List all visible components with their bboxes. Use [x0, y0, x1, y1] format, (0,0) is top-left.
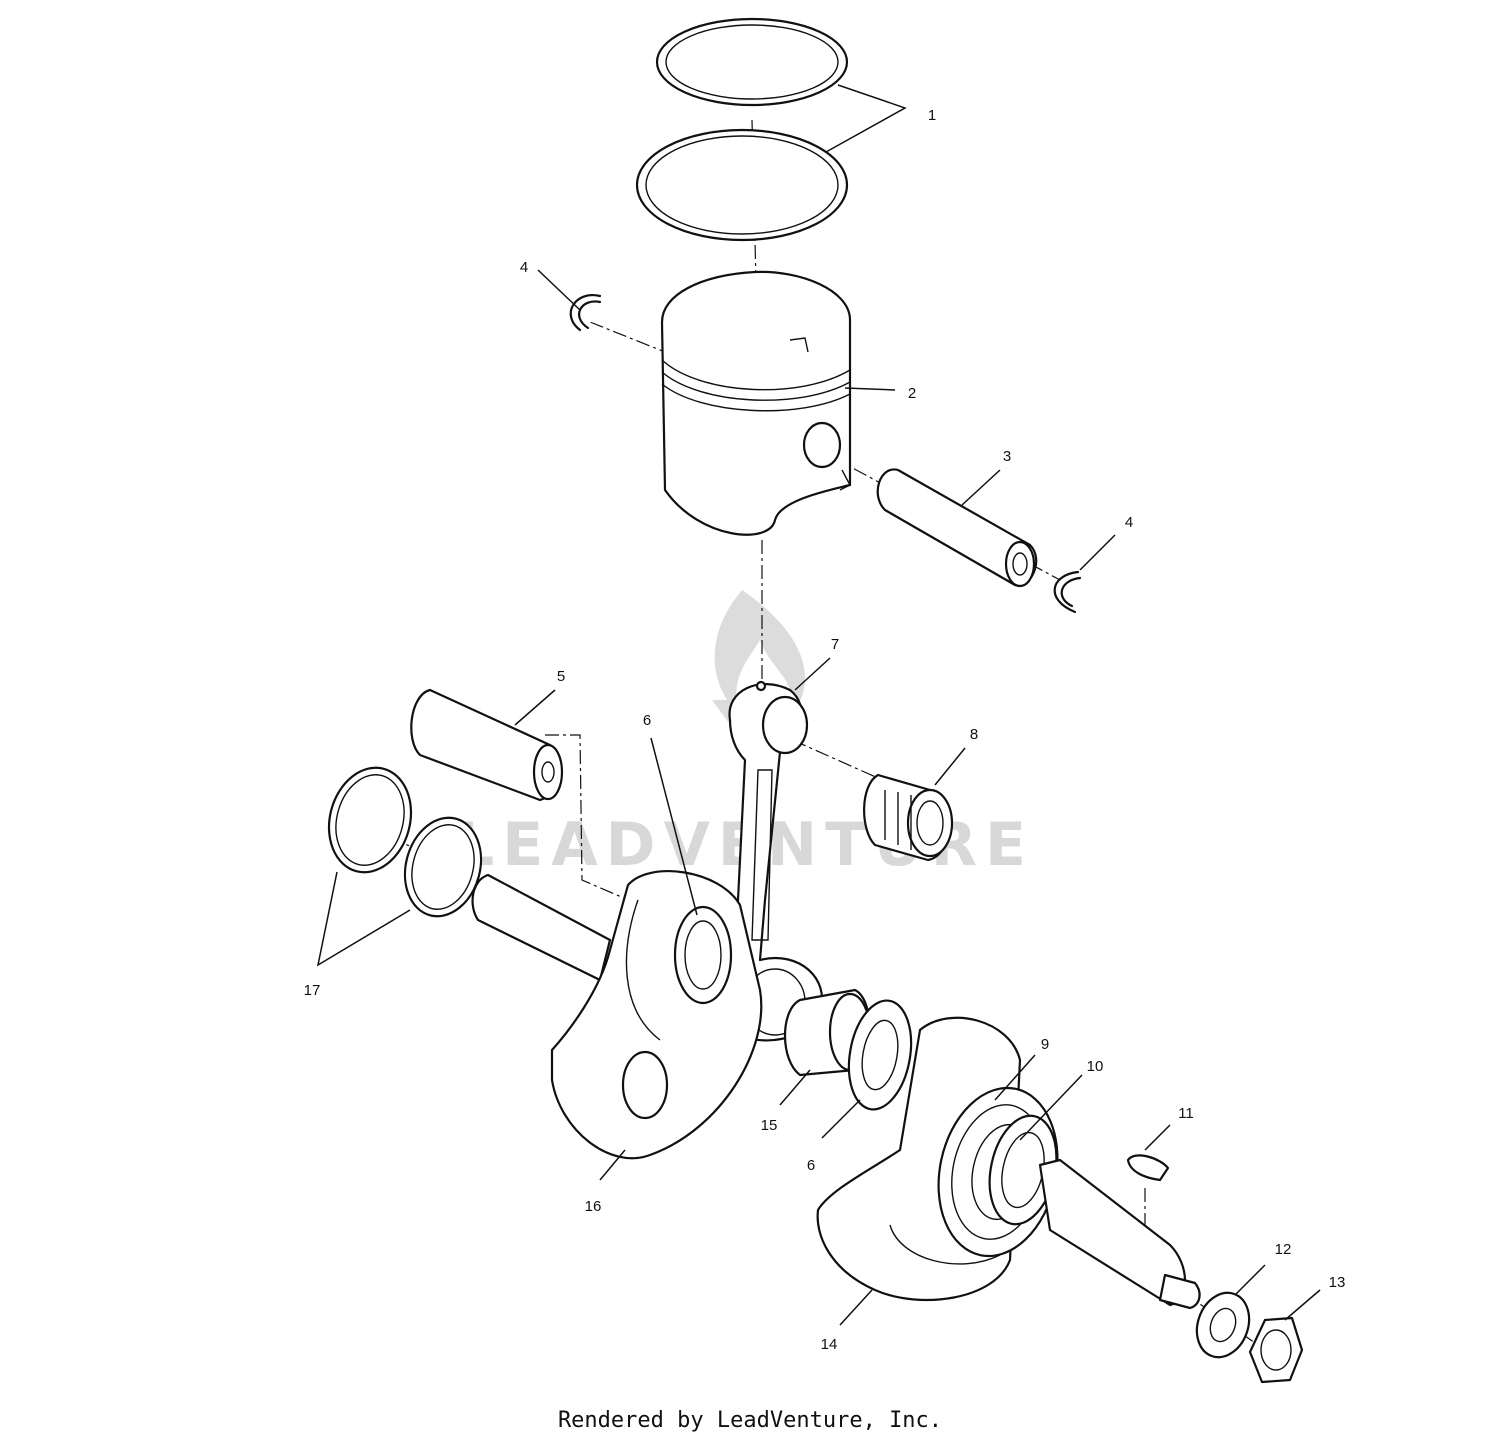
callout-2: 2 — [908, 385, 916, 402]
piston — [660, 270, 852, 536]
flame-icon — [714, 590, 806, 715]
callout-5: 5 — [557, 668, 565, 685]
callout-17: 17 — [304, 982, 321, 999]
callout-8: 8 — [970, 726, 978, 743]
callout-3: 3 — [1003, 448, 1011, 465]
piston-pin — [876, 468, 1038, 588]
piston-ring-lower — [635, 128, 849, 242]
callout-16: 16 — [585, 1198, 602, 1215]
callout-9: 9 — [1041, 1036, 1049, 1053]
woodruff-key — [1126, 1154, 1170, 1182]
callout-11: 11 — [1178, 1105, 1194, 1122]
thrust-washer-right — [847, 999, 913, 1111]
oil-seal — [988, 1114, 1058, 1226]
callout-15: 15 — [761, 1117, 778, 1134]
leader-lines — [316, 84, 1321, 1326]
washer — [1195, 1291, 1251, 1359]
shim-inner — [403, 816, 483, 918]
shim-outer — [327, 766, 413, 874]
callout-6-lower: 6 — [807, 1157, 815, 1174]
hex-nut — [1248, 1316, 1304, 1384]
callout-13: 13 — [1329, 1274, 1346, 1291]
circlip-left — [569, 293, 602, 332]
footer-credit: Rendered by LeadVenture, Inc. — [557, 1408, 943, 1433]
callout-4-right: 4 — [1125, 514, 1133, 531]
callout-4-left: 4 — [520, 259, 528, 276]
callout-12: 12 — [1275, 1241, 1292, 1258]
callout-7: 7 — [831, 636, 839, 653]
callout-6-upper: 6 — [643, 712, 651, 729]
crankshaft-left-half — [471, 870, 763, 1160]
callout-labels: 1 2 3 4 4 5 6 7 8 9 10 11 12 13 14 15 6 … — [304, 107, 1346, 1353]
callout-10: 10 — [1087, 1058, 1104, 1075]
needle-bearing — [863, 773, 954, 862]
crank-pin — [410, 688, 564, 802]
callout-14: 14 — [821, 1336, 838, 1353]
circlip-right — [1053, 570, 1082, 614]
tapered-output-shaft — [1038, 1158, 1201, 1310]
callout-1: 1 — [928, 107, 936, 124]
piston-ring-upper — [655, 17, 849, 107]
